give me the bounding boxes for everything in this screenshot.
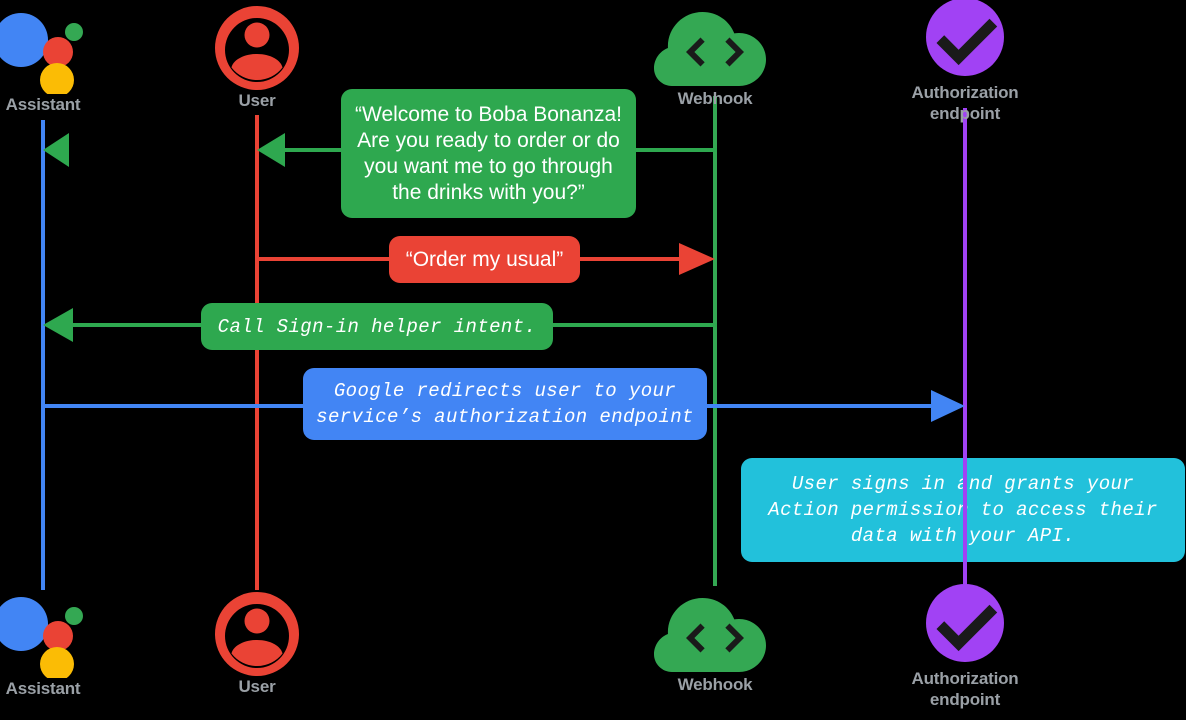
actor-assistant-top: Assistant	[0, 8, 133, 115]
lifeline-authorization	[963, 108, 967, 588]
purple-check-circle-icon	[915, 0, 1015, 82]
actor-webhook-bottom: Webhook	[625, 590, 805, 695]
cloud-code-icon	[654, 590, 766, 676]
message-text-signin: Call Sign-in helper intent.	[217, 315, 537, 338]
actor-label-webhook: Webhook	[677, 89, 753, 108]
actor-label-webhook: Webhook	[677, 675, 753, 694]
actor-authorization-bottom: Authorization endpoint	[875, 582, 1055, 710]
lifeline-authorization-overlay	[963, 452, 967, 590]
user-avatar-icon	[207, 4, 307, 90]
message-bubble-order: “Order my usual”	[389, 236, 580, 283]
arrowhead-welcome-to-user	[257, 133, 285, 167]
message-text-redirect: Google redirects user to your service’s …	[316, 380, 694, 428]
message-bubble-redirect: Google redirects user to your service’s …	[303, 368, 707, 440]
actor-webhook-top: Webhook	[625, 4, 805, 109]
actor-user-bottom: User	[167, 590, 347, 697]
arrowhead-welcome-left	[43, 133, 69, 167]
actor-label-assistant: Assistant	[5, 95, 81, 114]
actor-label-user: User	[238, 91, 276, 110]
actor-label-assistant: Assistant	[5, 679, 81, 698]
actor-label-authorization: Authorization endpoint	[911, 669, 1019, 709]
google-assistant-icon	[0, 592, 93, 678]
arrowhead-order-right	[679, 243, 715, 275]
arrowhead-redirect-right	[931, 390, 965, 422]
user-avatar-icon	[207, 590, 307, 676]
actor-user-top: User	[167, 4, 347, 111]
purple-check-circle-icon	[915, 582, 1015, 668]
arrowhead-signin-left	[43, 308, 73, 342]
google-assistant-icon	[0, 8, 93, 94]
message-bubble-signin: Call Sign-in helper intent.	[201, 303, 553, 350]
message-bubble-welcome: “Welcome to Boba Bonanza! Are you ready …	[341, 89, 636, 218]
cloud-code-icon	[654, 4, 766, 90]
message-text-welcome: “Welcome to Boba Bonanza! Are you ready …	[355, 102, 622, 204]
lifeline-webhook	[713, 96, 717, 586]
actor-authorization-top: Authorization endpoint	[875, 0, 1055, 124]
actor-assistant-bottom: Assistant	[0, 592, 133, 699]
actor-label-authorization: Authorization endpoint	[911, 83, 1019, 123]
actor-label-user: User	[238, 677, 276, 696]
message-text-order: “Order my usual”	[405, 247, 564, 271]
lifeline-user	[255, 115, 259, 590]
lifeline-assistant	[41, 120, 45, 590]
message-text-user-signs-in: User signs in and grants your Action per…	[768, 473, 1158, 547]
